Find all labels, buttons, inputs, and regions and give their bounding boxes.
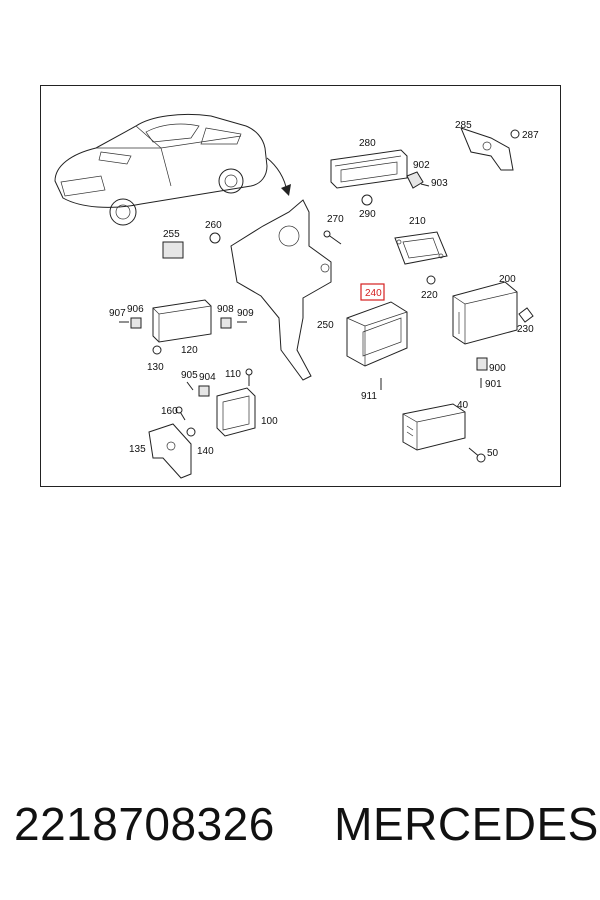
label-50: 50 <box>487 448 499 459</box>
part-280 <box>330 149 408 189</box>
label-40: 40 <box>457 400 469 411</box>
parts-diagram-svg: 280 902 903 290 285 287 210 220 260 270 … <box>54 113 539 479</box>
label-130: 130 <box>147 362 164 373</box>
label-280: 280 <box>359 138 376 149</box>
part-100 <box>216 387 256 437</box>
part-903 <box>420 183 430 187</box>
label-908: 908 <box>217 304 234 315</box>
label-100: 100 <box>261 416 278 427</box>
label-904: 904 <box>199 372 216 383</box>
label-200: 200 <box>499 274 516 285</box>
label-903: 903 <box>431 178 448 189</box>
part-230 <box>518 307 534 323</box>
part-285 <box>460 127 514 171</box>
part-250 <box>230 199 332 381</box>
label-140: 140 <box>197 446 214 457</box>
label-907: 907 <box>109 308 126 319</box>
label-287: 287 <box>522 130 539 141</box>
label-911: 911 <box>361 391 377 402</box>
part-number: 2218708326 <box>14 798 275 850</box>
part-130 <box>152 345 162 355</box>
car-illustration <box>54 113 291 226</box>
part-287 <box>510 129 520 139</box>
part-908 <box>220 317 232 329</box>
label-120: 120 <box>181 345 198 356</box>
label-160: 160 <box>161 406 178 417</box>
part-135 <box>148 423 192 479</box>
part-904 <box>198 385 210 397</box>
part-220 <box>426 275 436 285</box>
label-909: 909 <box>237 308 254 319</box>
part-906 <box>130 317 142 329</box>
part-290 <box>361 194 373 206</box>
part-900 <box>476 357 488 371</box>
part-210 <box>394 231 448 265</box>
label-240: 240 <box>365 288 382 299</box>
label-135: 135 <box>129 444 146 455</box>
label-905: 905 <box>181 370 198 381</box>
label-250: 250 <box>317 320 334 331</box>
part-260 <box>209 232 221 244</box>
highlight-box-240 <box>360 283 385 301</box>
label-902: 902 <box>413 160 430 171</box>
label-220: 220 <box>421 290 438 301</box>
part-255 <box>162 241 184 259</box>
label-210: 210 <box>409 216 426 227</box>
part-905 <box>186 381 194 391</box>
part-902 <box>406 171 424 189</box>
part-140 <box>186 427 196 437</box>
label-260: 260 <box>205 220 222 231</box>
label-270: 270 <box>327 214 344 225</box>
part-120 <box>152 299 212 343</box>
parts-diagram: 280 902 903 290 285 287 210 220 260 270 … <box>40 85 561 487</box>
label-900: 900 <box>489 363 506 374</box>
footer: 2218708326 MERCEDES <box>14 797 598 867</box>
label-110: 110 <box>225 369 241 380</box>
part-240 <box>346 301 408 367</box>
label-230: 230 <box>517 324 534 335</box>
label-255: 255 <box>163 229 180 240</box>
label-901: 901 <box>485 379 502 390</box>
brand-name: MERCEDES <box>334 798 599 850</box>
label-285: 285 <box>455 120 472 131</box>
part-40 <box>402 403 466 451</box>
label-906: 906 <box>127 304 144 315</box>
part-200 <box>452 281 518 345</box>
label-290: 290 <box>359 209 376 220</box>
